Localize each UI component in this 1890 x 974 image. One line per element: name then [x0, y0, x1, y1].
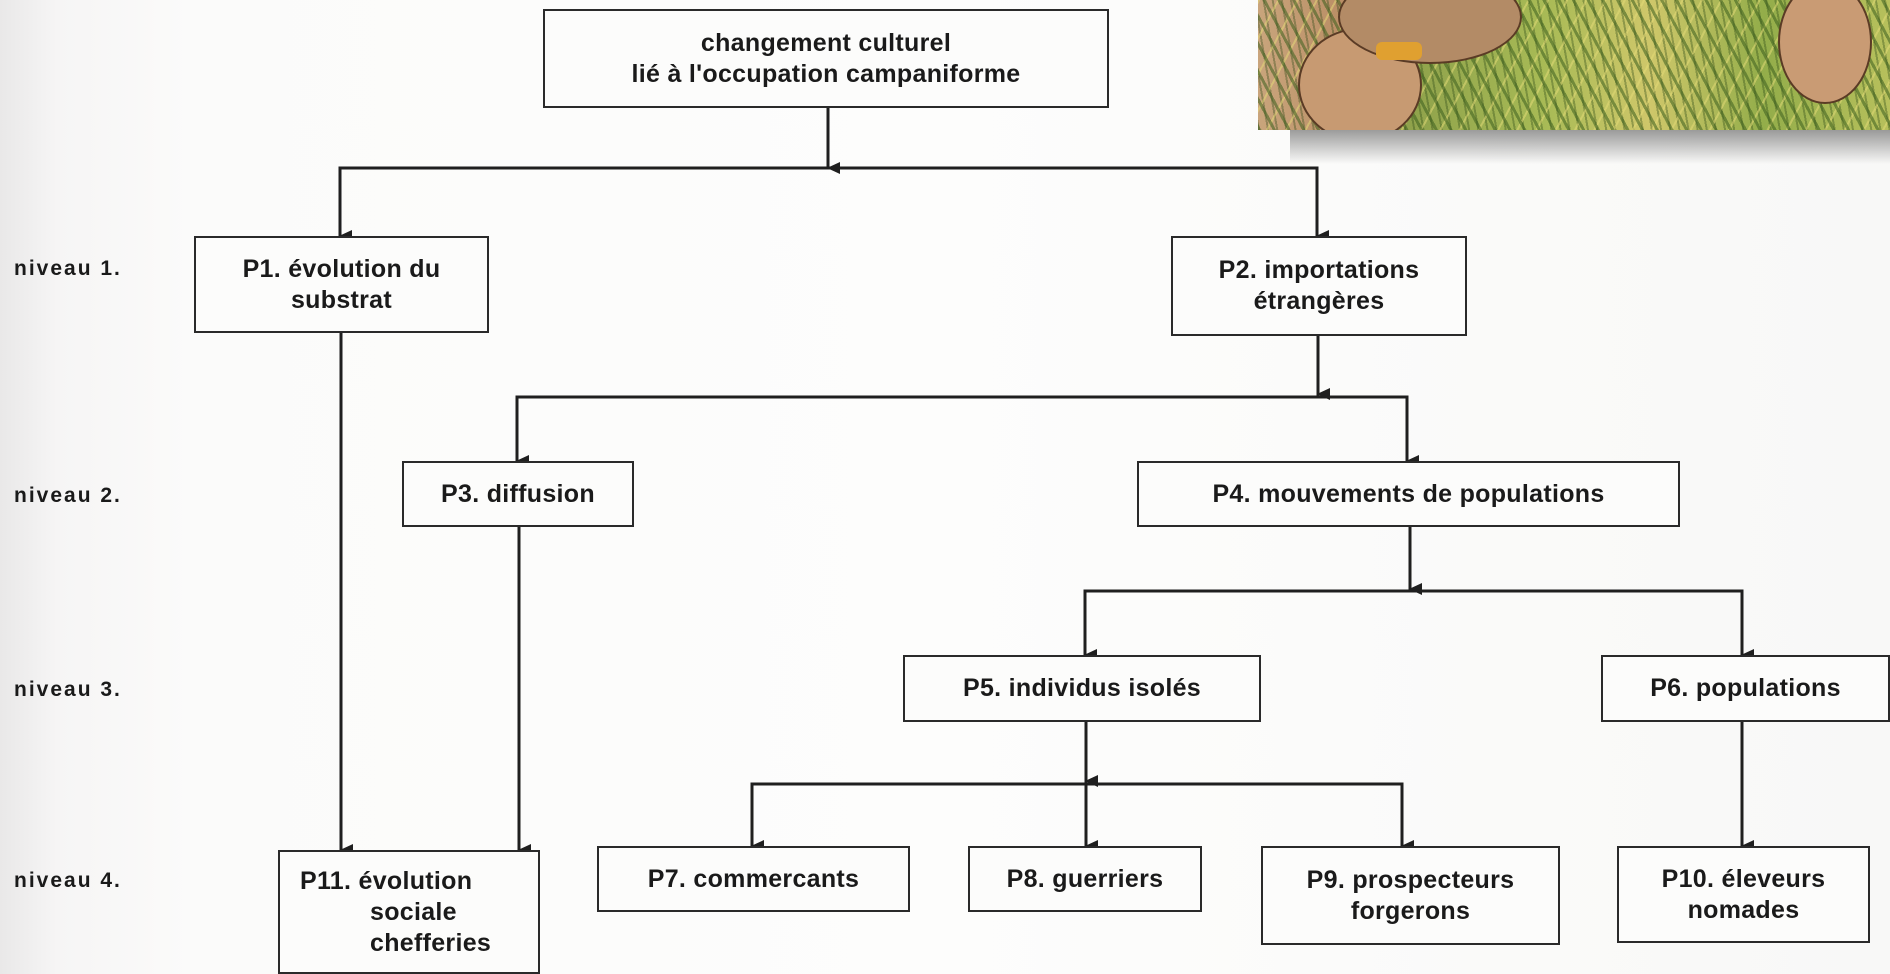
node-p5-line-1: P5. individus isolés: [962, 674, 1202, 702]
edge-p4-p5: [1083, 527, 1412, 661]
level-2-label: niveau 2.: [14, 484, 122, 507]
bead-shape: [1376, 42, 1422, 60]
edge-p2-p4: [1316, 336, 1419, 467]
illustration-shadow: [1290, 130, 1890, 164]
node-p4-line-1: P4. mouvements de populations: [1212, 479, 1605, 508]
edge-root-p2: [826, 108, 1329, 242]
node-p6: P6. populations: [1601, 655, 1890, 722]
node-p7-line-1: P7. commercants: [647, 864, 860, 893]
node-p9: P9. prospecteurs forgerons: [1261, 846, 1560, 945]
node-root-line-2: lié à l'occupation campaniforme: [631, 59, 1021, 88]
node-root: changement culturel lié à l'occupation c…: [543, 9, 1109, 108]
edge-p4-p6: [1408, 527, 1754, 661]
node-p5: P5. individus isolés: [903, 655, 1261, 722]
node-p2: P2. importations étrangères: [1171, 236, 1467, 336]
node-p1-line-1: P1. évolution du: [242, 254, 441, 283]
node-p11-line-2: sociale: [370, 897, 457, 926]
node-p9-line-1: P9. prospecteurs: [1306, 865, 1515, 894]
node-p7: P7. commercants: [597, 846, 910, 912]
node-p11: P11. évolution sociale chefferies: [278, 850, 540, 974]
node-p6-line-1: P6. populations: [1650, 674, 1841, 702]
node-root-line-1: changement culturel: [700, 28, 952, 57]
edge-p5-p7: [750, 722, 1088, 852]
node-p2-line-1: P2. importations: [1218, 256, 1420, 284]
edge-p5-p9: [1086, 782, 1414, 852]
edge-root-p1: [338, 108, 830, 242]
level-1-label: niveau 1.: [14, 257, 122, 280]
node-p8-line-1: P8. guerriers: [1006, 864, 1164, 893]
node-p11-line-3: chefferies: [370, 928, 492, 957]
edge-p2-p3: [515, 336, 1320, 467]
node-p10-line-1: P10. éleveurs: [1661, 864, 1826, 893]
node-p9-line-2: forgerons: [1350, 896, 1471, 925]
node-p10: P10. éleveurs nomades: [1617, 846, 1870, 943]
node-p3: P3. diffusion: [402, 461, 634, 527]
node-p10-line-2: nomades: [1687, 895, 1800, 924]
node-p3-line-1: P3. diffusion: [441, 479, 595, 508]
node-p1: P1. évolution du substrat: [194, 236, 489, 333]
node-p1-line-2: substrat: [290, 285, 393, 314]
node-p8: P8. guerriers: [968, 846, 1202, 912]
node-p11-line-1: P11. évolution: [300, 866, 473, 895]
arm-right-shape: [1778, 0, 1872, 104]
level-3-label: niveau 3.: [14, 678, 122, 701]
node-p4: P4. mouvements de populations: [1137, 461, 1680, 527]
illustration-photo: [1258, 0, 1890, 130]
level-4-label: niveau 4.: [14, 869, 122, 892]
node-p2-line-2: étrangères: [1253, 287, 1385, 315]
